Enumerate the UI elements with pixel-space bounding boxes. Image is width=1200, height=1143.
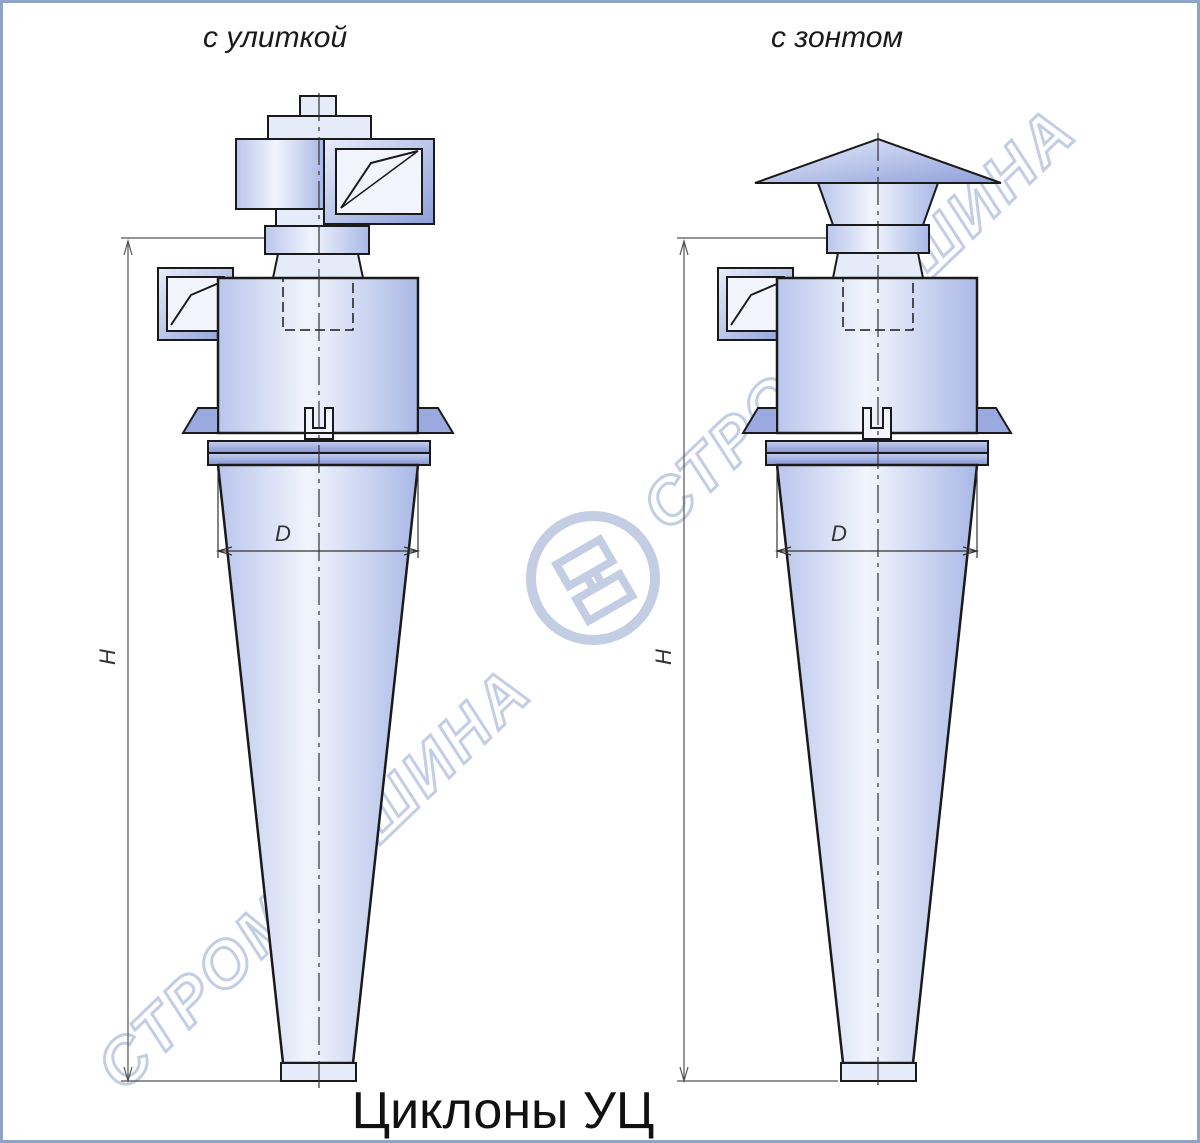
damper-line <box>340 150 419 209</box>
motor-shaft <box>299 95 337 117</box>
height-dimension-right <box>677 237 838 1084</box>
support-lug-left-right <box>741 407 778 434</box>
cyclone-snail: H <box>95 93 455 1088</box>
support-lug-right-right <box>976 407 1013 434</box>
snail-housing <box>235 138 325 210</box>
diameter-dimension-right <box>774 471 980 558</box>
support-lug-right <box>417 407 455 434</box>
height-label: H <box>95 649 120 665</box>
diagram-title: Циклоны УЦ <box>351 1082 655 1140</box>
cylinder-body-right <box>775 276 979 435</box>
caption-snail-variant: с улиткой <box>203 21 348 54</box>
diameter-dimension <box>215 471 421 558</box>
diameter-label-right: D <box>831 521 847 546</box>
cylinder-body <box>216 276 420 435</box>
outlet-flange <box>264 225 370 255</box>
support-lug-left <box>181 407 219 434</box>
cyclone-umbrella: H <box>651 133 1013 1088</box>
cone-body-right <box>775 463 979 1065</box>
height-label-right: H <box>651 649 676 665</box>
caption-umbrella-variant: с зонтом <box>771 21 904 54</box>
diameter-label: D <box>275 521 291 546</box>
cyclone-drawing: СТРОММАШИНА СТРОММАШИНА H <box>81 92 1091 1105</box>
watermark-logo-icon <box>526 511 660 645</box>
height-dimension <box>121 237 283 1084</box>
